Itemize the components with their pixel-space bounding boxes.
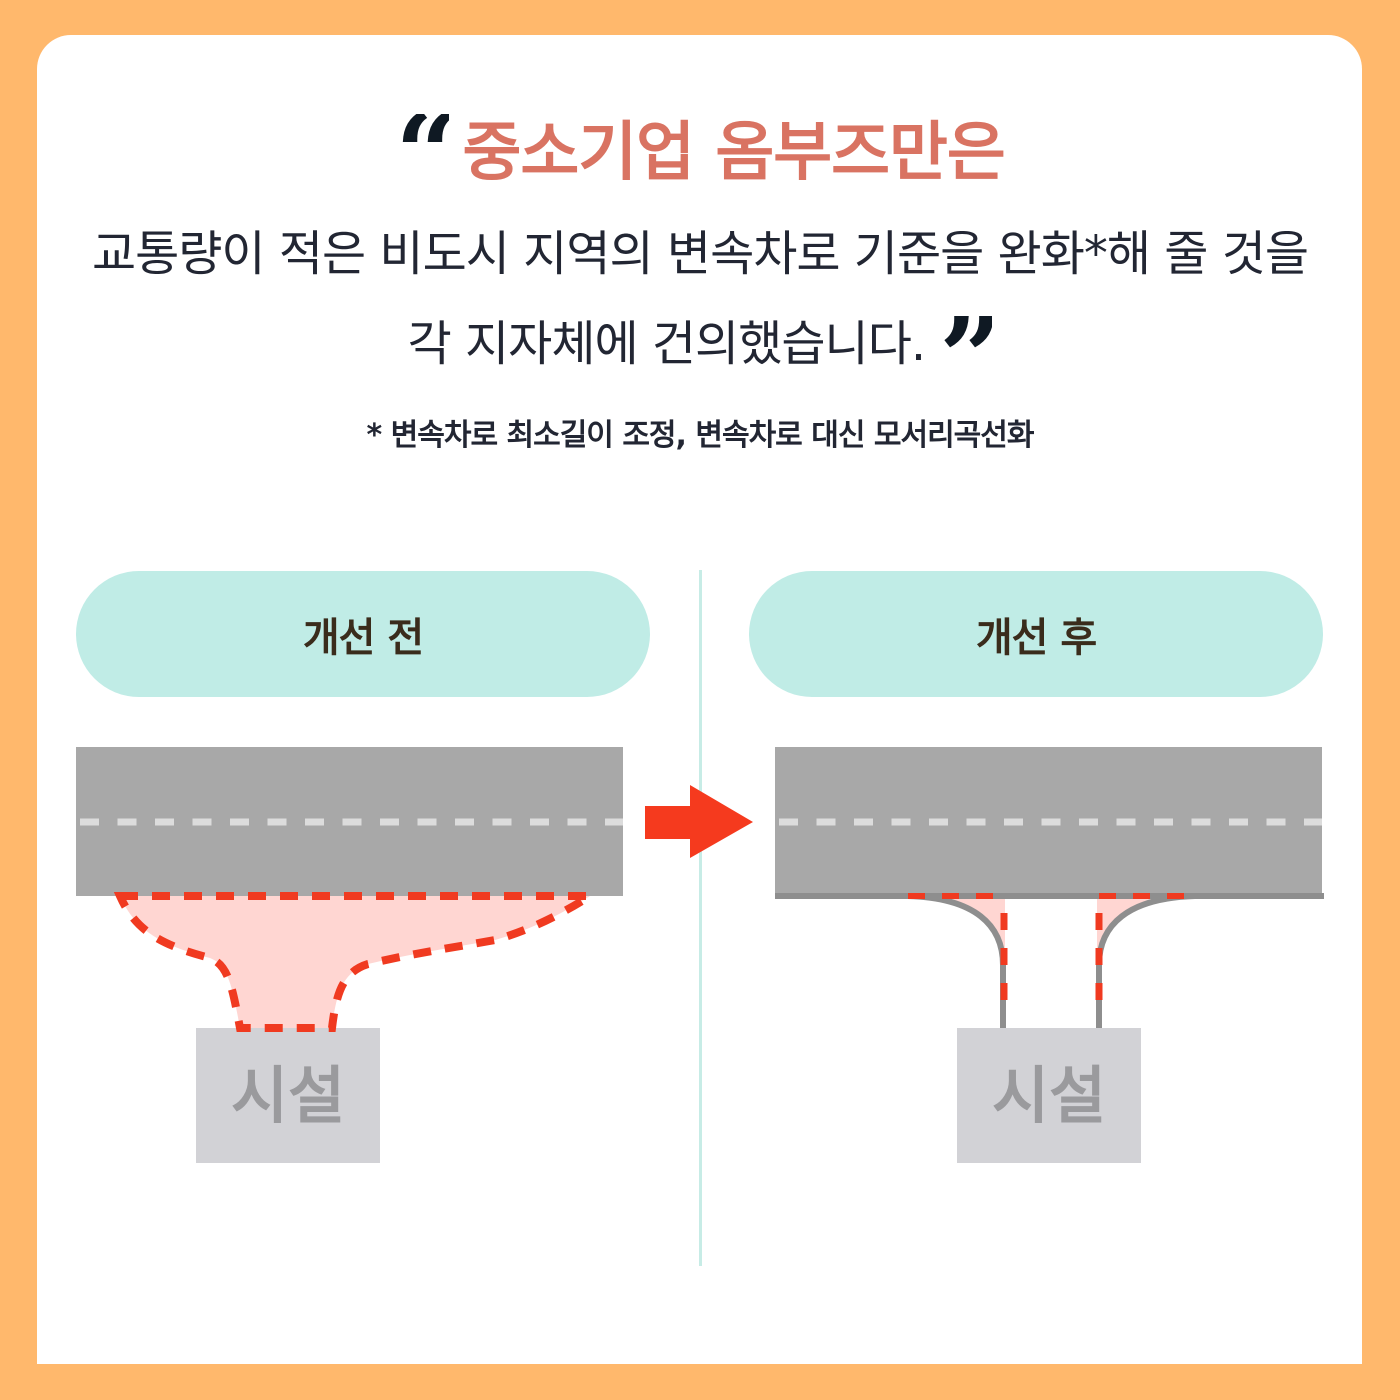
after-label-pill: 개선 후: [749, 571, 1323, 697]
after-left-transition-area: [925, 896, 1005, 958]
after-facility-label: 시설: [991, 1059, 1107, 1132]
before-dashed-boundary: [113, 892, 604, 1032]
footnote: * 변속차로 최소길이 조정, 변속차로 대신 모서리곡선화: [366, 418, 1035, 453]
body-text-line-2-row: 각 지자체에 건의했습니다.”: [0, 312, 1400, 384]
after-facility-box: [957, 1028, 1141, 1163]
right-double-quote-icon: ”: [939, 312, 993, 384]
right-arrow-icon: [645, 785, 753, 858]
before-facility-label: 시설: [230, 1059, 346, 1132]
before-label: 개선 전: [302, 615, 424, 661]
body-text-line-2: 각 지자체에 건의했습니다.: [407, 316, 927, 372]
after-label: 개선 후: [975, 615, 1097, 661]
before-label-pill: 개선 전: [76, 571, 650, 697]
after-right-transition-area: [1097, 896, 1180, 958]
before-transition-area: [120, 896, 590, 1028]
headline-row: “ 중소기업 옴부즈만은: [0, 108, 1400, 198]
center-divider: [699, 570, 702, 1266]
before-diagram: [76, 747, 623, 1163]
before-facility-box: [196, 1028, 380, 1163]
headline: 중소기업 옴부즈만은: [462, 116, 1006, 190]
body-text-line-1: 교통량이 적은 비도시 지역의 변속차로 기준을 완화*해 줄 것을: [91, 226, 1309, 282]
left-double-quote-icon: “: [395, 114, 449, 184]
after-diagram: [775, 747, 1324, 1163]
